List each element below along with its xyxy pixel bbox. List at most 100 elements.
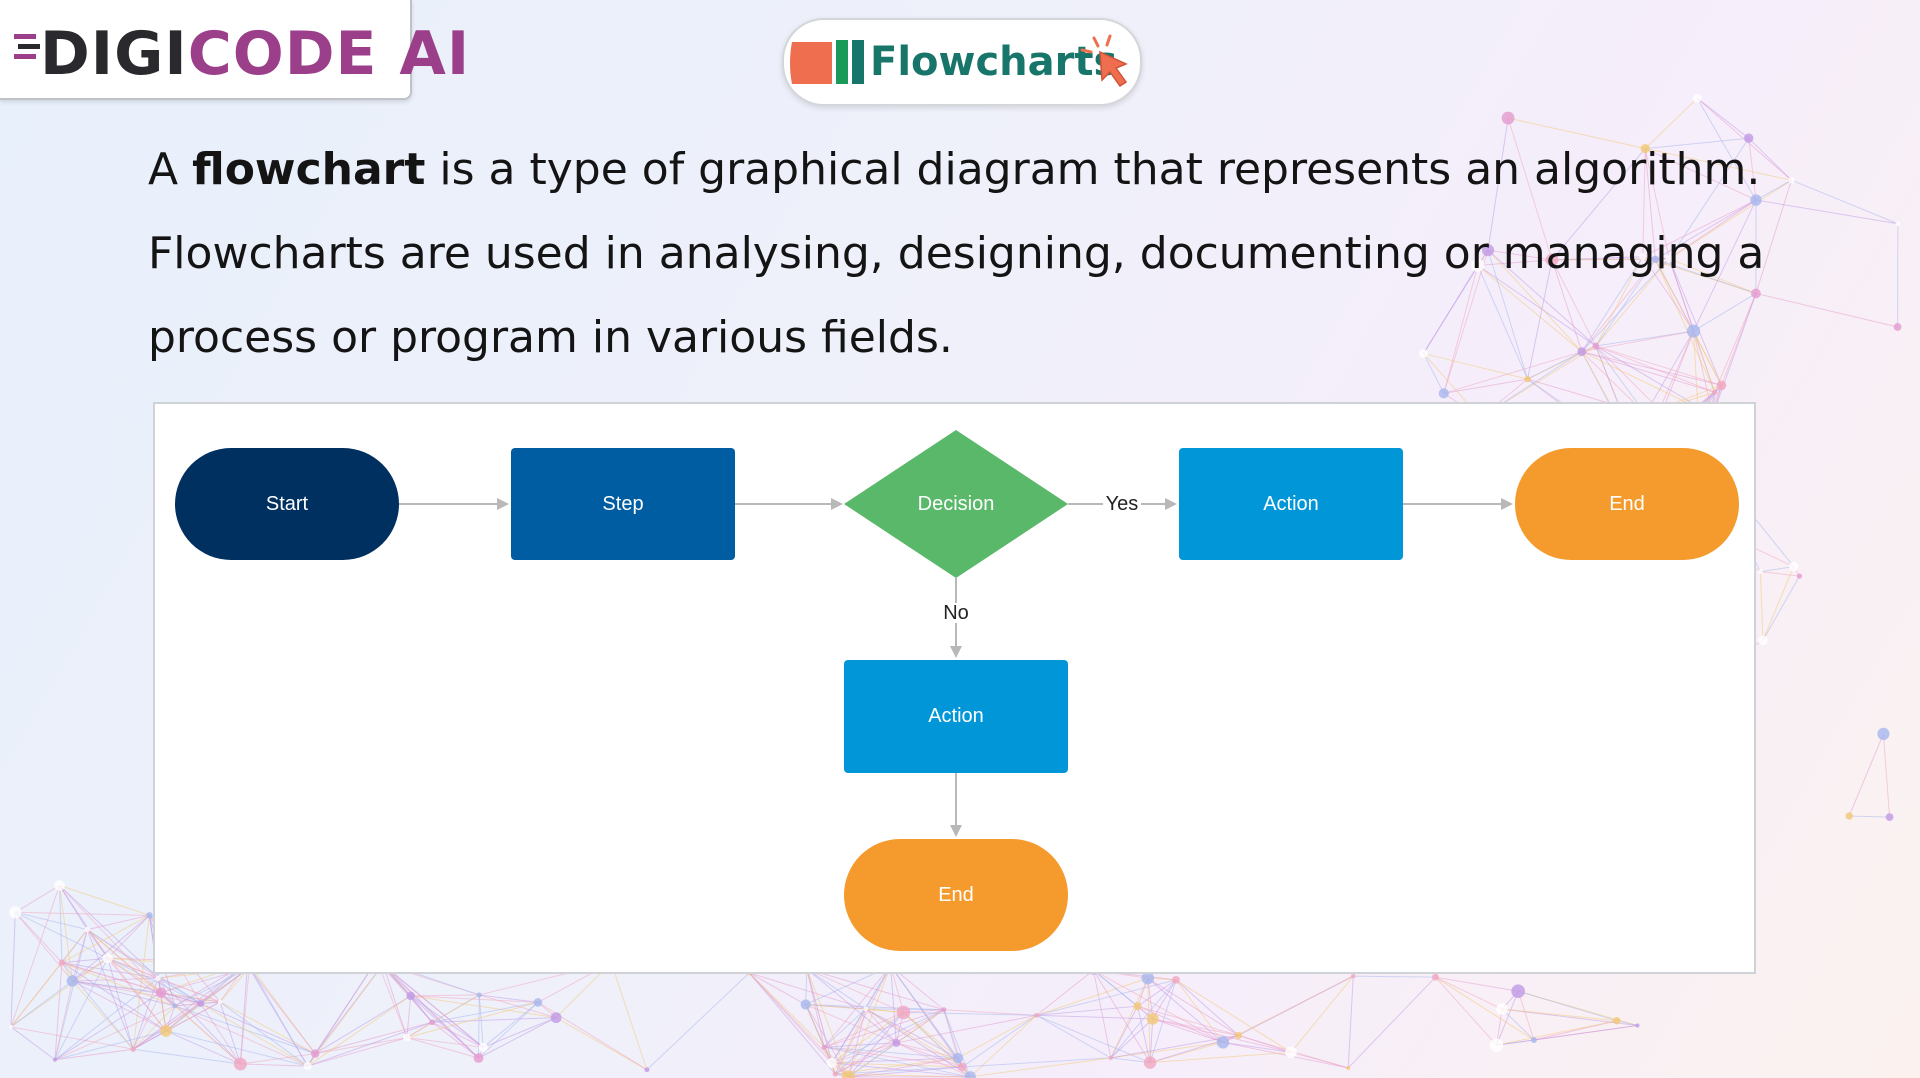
network-line [1036,1005,1138,1016]
network-line [1443,378,1528,394]
brand-logo: DIGICODE AI [0,0,469,100]
brand-name: DIGICODE AI [40,14,470,94]
network-line [61,962,162,994]
network-line [478,994,484,1048]
network-line [1435,976,1497,1046]
network-dot [1471,258,1485,272]
network-line [1347,976,1354,1068]
network-line [10,980,73,1028]
network-line [72,980,162,994]
network-line [160,992,201,1005]
network-line [1654,259,1716,393]
network-line [10,1026,134,1050]
network-dot [1665,254,1673,263]
network-line [86,929,201,1004]
network-line [848,1012,904,1078]
network-line [376,959,484,1048]
logo-speed-lines-icon [14,34,40,59]
flowchart-diagram-card: Start Step Decision Action End Action En… [153,402,1756,974]
network-line [1696,98,1757,201]
network-dot [155,987,167,998]
network-line [1654,259,1722,386]
network-dot [429,1019,436,1026]
network-line [406,1037,479,1059]
network-dot [1511,984,1525,999]
network-dot [1234,1031,1243,1040]
network-line [14,911,63,963]
network-line [1507,117,1646,150]
network-line [1595,256,1644,347]
network-line [943,1009,1037,1016]
network-line [824,1046,963,1068]
network-line [165,1003,202,1032]
network-line [1759,571,1764,641]
flowchart-bars-icon [790,40,864,84]
network-dot [1788,176,1795,184]
network-line [410,995,479,1059]
network-line [1882,733,1891,818]
network-line [1595,330,1694,347]
edge-label-yes: Yes [1106,493,1139,515]
network-dot [1501,111,1515,125]
network-dot [303,1061,312,1071]
network-line [835,1066,963,1075]
network-line [1290,1051,1349,1069]
network-line [1669,258,1757,294]
network-dot [1143,1056,1157,1069]
network-dot [1788,561,1799,572]
network-line [1645,137,1749,150]
network-line [1595,258,1670,347]
network-line [1036,1014,1153,1020]
network-line [200,1003,316,1055]
network-line [1152,1018,1239,1036]
network-line [410,995,484,1048]
network-line [61,914,150,964]
network-line [54,1005,176,1061]
network-dot [406,991,415,1001]
network-dot [102,953,113,964]
network-dot [1651,255,1660,264]
network-dot [1895,221,1901,227]
network-line [1595,345,1722,386]
network-dot [478,1042,488,1052]
network-dot [402,1033,411,1042]
network-line [646,972,750,1071]
network-dot [54,880,65,891]
network-dot [533,998,543,1007]
network-dot [1796,573,1803,579]
network-line [1668,137,1750,259]
network-line [107,914,150,959]
network-line [107,957,162,993]
network-line [157,977,241,1065]
network-line [219,1001,316,1055]
network-line [865,1008,897,1044]
network-line [805,1004,944,1011]
network-line [848,1057,958,1078]
network-line [15,885,60,913]
network-dot [130,1046,136,1052]
network-line [1147,977,1239,1036]
network-dot [1639,253,1647,261]
network-dot [941,1007,947,1013]
edge-label-no: No [943,602,969,624]
network-line [72,980,175,1007]
network-line [1423,353,1445,394]
network-line [107,958,134,1050]
network-line [71,980,134,1050]
network-line [157,977,176,1007]
network-line [478,1002,539,1059]
intro-rest: is a type of graphical diagram that repr… [148,144,1765,363]
network-line [865,1008,963,1068]
network-dot [1686,324,1701,338]
network-dot [964,1071,976,1078]
network-line [406,1021,433,1039]
network-line [59,885,88,930]
network-line [1152,979,1177,1020]
network-dot [1744,133,1754,143]
network-line [805,1004,897,1044]
flow-node-decision-label: Decision [918,493,995,515]
network-dot [1034,1012,1039,1018]
network-line [1669,179,1792,260]
network-line [1517,991,1535,1041]
network-line [1477,265,1583,353]
